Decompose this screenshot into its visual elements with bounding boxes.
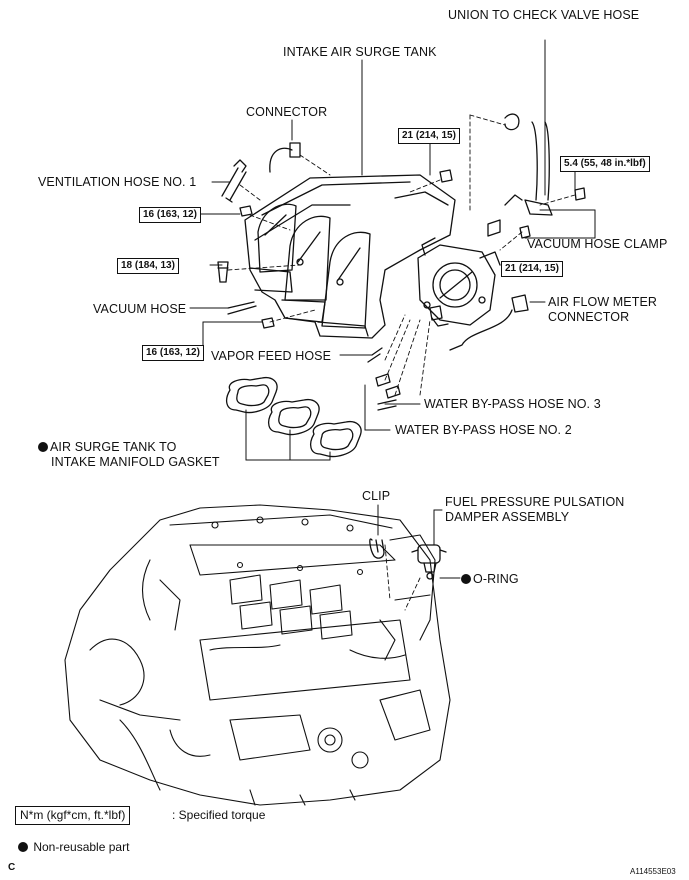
- throttle-body: [417, 237, 501, 327]
- label-fuel-damper: FUEL PRESSURE PULSATION: [445, 495, 625, 509]
- legend-torque-unit: N*m (kgf*cm, ft.*lbf): [15, 806, 131, 825]
- label-gasket-2: INTAKE MANIFOLD GASKET: [51, 455, 220, 469]
- clip-and-damper: [369, 538, 447, 580]
- label-ventilation-hose: VENTILATION HOSE NO. 1: [38, 175, 197, 189]
- torque-box: 16 (163, 12): [142, 345, 204, 361]
- label-vapor-feed-hose: VAPOR FEED HOSE: [211, 349, 332, 363]
- torque-box: 21 (214, 15): [501, 261, 563, 277]
- non-reusable-dot-icon: [18, 842, 28, 852]
- torque-box: 5.4 (55, 48 in.*lbf): [560, 156, 650, 172]
- surge-tank: [244, 174, 456, 339]
- ventilation-hose: [221, 159, 247, 203]
- figure-code: A114553E03: [630, 867, 676, 876]
- non-reusable-dot-icon: [461, 574, 471, 584]
- connector-wire: [269, 142, 301, 173]
- engine-block: [64, 504, 451, 806]
- dashed-lines: [227, 114, 576, 611]
- label-vacuum-hose-clamp: VACUUM HOSE CLAMP: [527, 237, 668, 251]
- non-reusable-dot-icon: [38, 442, 48, 452]
- label-water-bypass-3: WATER BY-PASS HOSE NO. 3: [424, 397, 601, 411]
- label-surge-tank: INTAKE AIR SURGE TANK: [283, 45, 437, 59]
- label-o-ring: O-RING: [461, 572, 519, 586]
- label-vacuum-hose: VACUUM HOSE: [93, 302, 187, 316]
- label-union-hose: UNION TO CHECK VALVE HOSE: [448, 8, 640, 22]
- label-fuel-damper-2: DAMPER ASSEMBLY: [445, 510, 570, 524]
- label-gasket: AIR SURGE TANK TO: [38, 440, 177, 454]
- label-air-flow-meter: AIR FLOW METER: [548, 295, 658, 309]
- gaskets: [225, 376, 362, 458]
- corner-mark: C: [8, 862, 16, 873]
- torque-box: 21 (214, 15): [398, 128, 460, 144]
- label-connector: CONNECTOR: [246, 105, 328, 119]
- label-clip: CLIP: [362, 489, 391, 503]
- torque-box: 16 (163, 12): [139, 207, 201, 223]
- label-air-flow-meter-connector: CONNECTOR: [548, 310, 630, 324]
- legend-torque-desc: : Specified torque: [172, 808, 266, 822]
- label-water-bypass-2: WATER BY-PASS HOSE NO. 2: [395, 423, 572, 437]
- small-parts: [217, 113, 586, 411]
- legend-non-reusable: Non-reusable part: [18, 840, 129, 855]
- torque-box: 18 (184, 13): [117, 258, 179, 274]
- leader-lines: [189, 39, 596, 579]
